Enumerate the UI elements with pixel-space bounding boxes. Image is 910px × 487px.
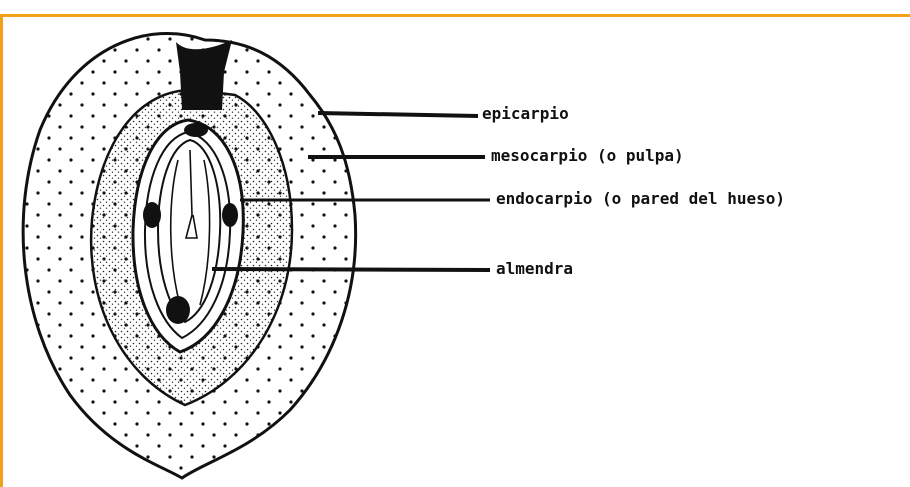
label-endocarpio: endocarpio (o pared del hueso) (496, 191, 785, 207)
vascular-spot-right (222, 203, 238, 227)
vascular-spot-top (184, 123, 208, 137)
label-mesocarpio: mesocarpio (o pulpa) (491, 148, 684, 164)
vascular-spot-bottom (166, 296, 190, 324)
leader-almendra (212, 269, 490, 270)
label-almendra: almendra (496, 261, 573, 277)
leader-epicarpio (318, 113, 478, 116)
vascular-spot-left (143, 202, 161, 228)
label-epicarpio: epicarpio (482, 106, 569, 122)
